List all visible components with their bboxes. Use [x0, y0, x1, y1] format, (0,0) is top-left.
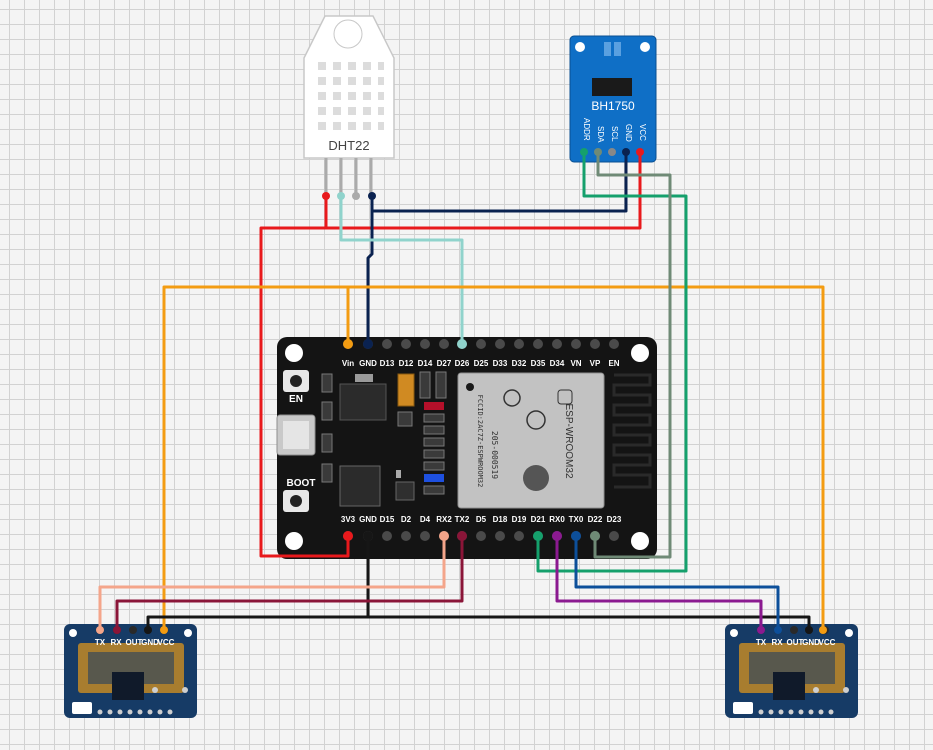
- esp32-top-pin-labels: Vin GND D13 D12 D14 D27 D26 D25 D33 D32 …: [342, 359, 620, 368]
- wire-left-radar-tx: [98, 534, 446, 632]
- en-button-label: EN: [289, 394, 303, 405]
- pin-label-d13: D13: [380, 359, 395, 368]
- esp32-board[interactable]: Vin GND D13 D12 D14 D27 D26 D25 D33 D32 …: [276, 337, 657, 559]
- pin-label-gnd-top: GND: [359, 359, 377, 368]
- bh1750-pin-addr: ADDR: [582, 118, 591, 141]
- bh1750-module[interactable]: BH1750 ADDR SDA SCL GND VCC: [569, 35, 657, 163]
- module-name: ESP-WROOM32: [563, 403, 574, 478]
- radar-right-pin-out: OUT: [787, 638, 804, 647]
- smd-components: [321, 371, 447, 501]
- radar-left-pin-out: OUT: [126, 638, 143, 647]
- wire-gnd-right-radar: [366, 615, 811, 632]
- wire-vin-right-radar: [346, 285, 825, 632]
- pin-label-d23: D23: [607, 515, 622, 524]
- pin-label-3v3: 3V3: [341, 515, 356, 524]
- esp-wroom32-module: ESP-WROOM32 FCCID:2AC7Z-ESPWROOM32 205-0…: [457, 372, 605, 509]
- bh1750-pin-vcc: VCC: [638, 124, 647, 141]
- bh1750-pin-scl: SCL: [610, 126, 619, 142]
- pin-label-d26: D26: [455, 359, 470, 368]
- wifi-logo-icon: [557, 389, 573, 405]
- pin-label-d22: D22: [588, 515, 603, 524]
- pin-label-rx0: RX0: [549, 515, 565, 524]
- pin-label-d34: D34: [550, 359, 565, 368]
- pin-label-en: EN: [608, 359, 619, 368]
- pin-label-d15: D15: [380, 515, 395, 524]
- bh1750-pin-sda: SDA: [596, 126, 605, 143]
- pin-label-d35: D35: [531, 359, 546, 368]
- pin-label-d2: D2: [401, 515, 412, 524]
- pin-label-vp: VP: [590, 359, 601, 368]
- radar-sensor-right[interactable]: TX RX OUT GND VCC: [725, 624, 858, 718]
- radar-left-pin-rx: RX: [110, 638, 122, 647]
- radar-sensor-left[interactable]: TX RX OUT GND VCC: [64, 624, 197, 718]
- radar-left-pin-tx: TX: [95, 638, 106, 647]
- pin-label-vn: VN: [570, 359, 581, 368]
- radar-right-pin-labels: TX RX OUT GND VCC: [756, 638, 836, 647]
- radar-left-pin-labels: TX RX OUT GND VCC: [95, 638, 175, 647]
- bh1750-pin-labels: ADDR SDA SCL GND VCC: [582, 118, 647, 143]
- pin-label-d18: D18: [493, 515, 508, 524]
- wire-right-radar-tx: [555, 534, 763, 632]
- wire-right-radar-rx: [574, 534, 780, 632]
- pin-label-d4: D4: [420, 515, 431, 524]
- dht22-label: DHT22: [328, 138, 369, 153]
- pin-label-d19: D19: [512, 515, 527, 524]
- bh1750-pin-gnd: GND: [624, 124, 633, 142]
- radar-right-pin-tx: TX: [756, 638, 767, 647]
- wire-dht22-to-bh1750-vcc: [324, 150, 642, 230]
- en-button[interactable]: [283, 370, 309, 392]
- pin-label-d32: D32: [512, 359, 527, 368]
- dht22-vent-grid: [318, 62, 384, 130]
- espressif-logo-icon: [523, 465, 549, 491]
- pin-label-tx2: TX2: [455, 515, 470, 524]
- bh1750-label: BH1750: [591, 99, 635, 113]
- radar-left-pin-gnd: GND: [141, 638, 159, 647]
- wire-gnd-dht22: [366, 194, 374, 346]
- dht22-legs: [324, 158, 373, 196]
- pin-label-d33: D33: [493, 359, 508, 368]
- wire-vin-left-radar: [162, 285, 350, 632]
- boot-button-label: BOOT: [287, 478, 316, 489]
- pin-label-d14: D14: [418, 359, 433, 368]
- pin-label-vin: Vin: [342, 359, 354, 368]
- radar-right-pin-rx: RX: [771, 638, 783, 647]
- voltage-regulator: [339, 374, 387, 421]
- pin-label-d27: D27: [437, 359, 452, 368]
- pin-label-tx0: TX0: [569, 515, 584, 524]
- wire-3v3-power: [259, 194, 350, 558]
- pcb-antenna-trace: [612, 373, 652, 489]
- wire-gnd-bh1750: [370, 150, 628, 213]
- wire-dht22-data: [339, 194, 464, 346]
- dht22-sensor[interactable]: DHT22: [303, 15, 395, 196]
- esp32-top-header: [343, 339, 619, 349]
- pin-label-d25: D25: [474, 359, 489, 368]
- wire-gnd-radars: [146, 534, 370, 632]
- fcc-mark-icon: [503, 389, 521, 407]
- module-cert-number: 205-000519: [490, 431, 499, 479]
- pin-label-d5: D5: [476, 515, 487, 524]
- pin-label-gnd-bottom: GND: [359, 515, 377, 524]
- wire-endpoints: [96, 148, 827, 634]
- boot-button[interactable]: [283, 490, 309, 512]
- esp32-bottom-pin-labels: 3V3 GND D15 D2 D4 RX2 TX2 D5 D18 D19 D21…: [341, 515, 622, 524]
- wire-bh1750-scl: [593, 150, 672, 559]
- module-fcc-id: FCCID:2AC7Z-ESPWROOM32: [476, 395, 484, 488]
- pin-label-rx2: RX2: [436, 515, 452, 524]
- usb-uart-chip: [339, 465, 381, 507]
- pin-label-d12: D12: [399, 359, 414, 368]
- radar-left-pin-vcc: VCC: [158, 638, 175, 647]
- ce-mark-icon: [526, 410, 546, 430]
- wire-left-radar-rx: [115, 534, 464, 632]
- radar-right-pin-vcc: VCC: [819, 638, 836, 647]
- wires: [98, 150, 825, 632]
- usb-port: [276, 414, 316, 456]
- radar-right-pin-gnd: GND: [802, 638, 820, 647]
- wire-bh1750-sda: [536, 150, 688, 573]
- pin-label-d21: D21: [531, 515, 546, 524]
